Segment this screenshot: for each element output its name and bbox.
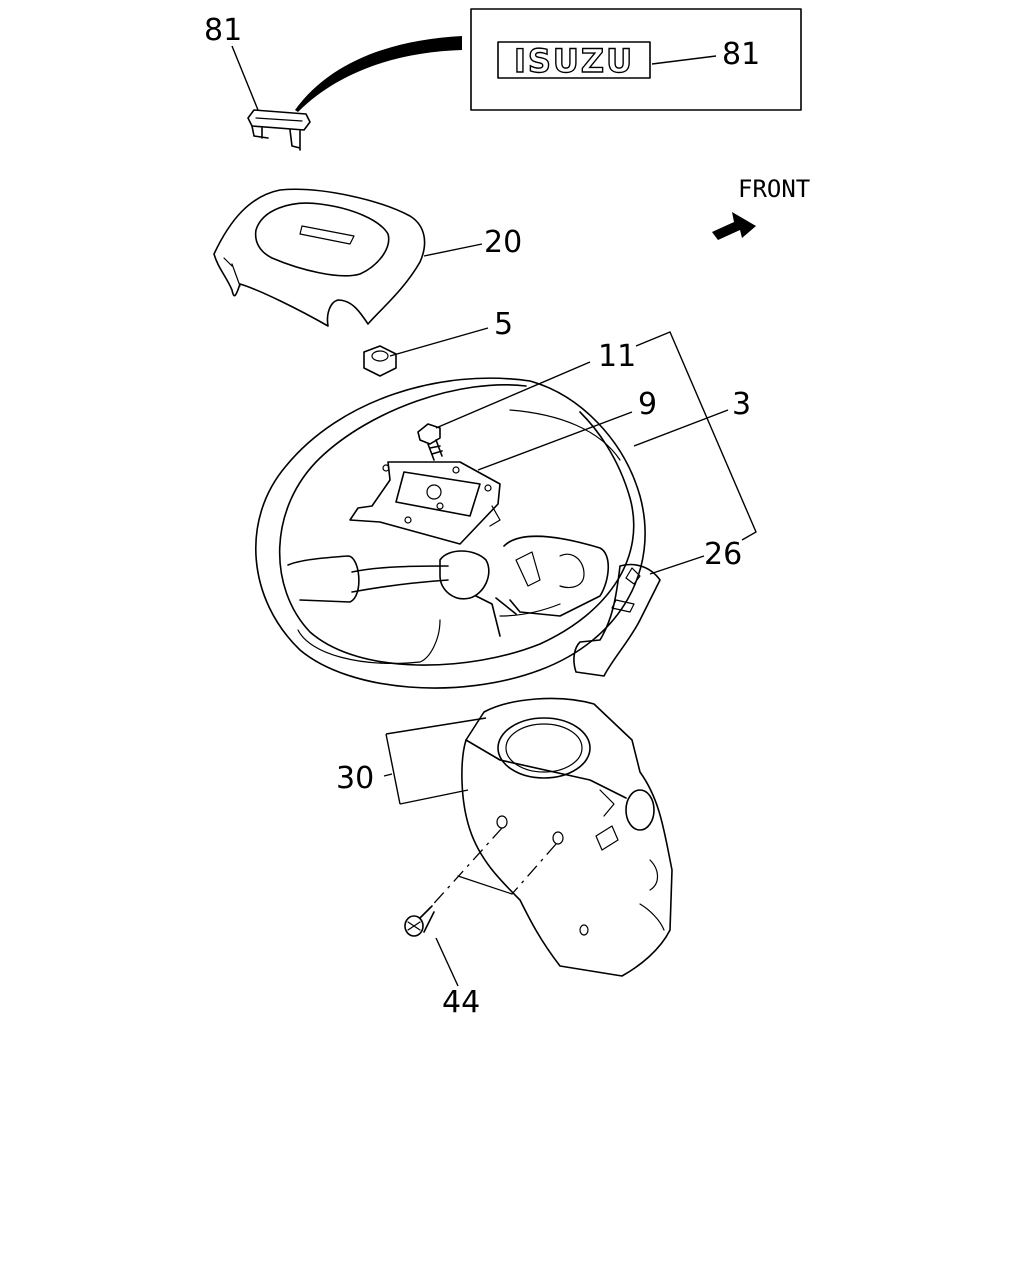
screw xyxy=(404,905,435,937)
bolt xyxy=(417,423,443,461)
leader-81-top xyxy=(231,45,259,111)
steering-wheel xyxy=(255,377,661,689)
front-label: FRONT xyxy=(738,175,810,203)
bracket xyxy=(349,461,501,545)
column-cover xyxy=(461,697,673,977)
callout-5: 5 xyxy=(494,307,513,342)
leader-44 xyxy=(435,937,459,987)
nut xyxy=(363,345,397,377)
callout-20: 20 xyxy=(484,225,522,260)
screw-axis-line-1 xyxy=(427,827,503,911)
leader-11-26-bracket xyxy=(635,331,757,541)
leader-9 xyxy=(477,411,633,471)
leader-30-bracket xyxy=(383,717,487,805)
emblem-part xyxy=(247,109,311,151)
isuzu-logo-text: ISUZU xyxy=(514,42,634,80)
horn-pad xyxy=(213,188,426,327)
callout-9: 9 xyxy=(638,387,657,422)
leader-81-detail xyxy=(651,55,717,65)
leader-5 xyxy=(389,327,489,357)
callout-30: 30 xyxy=(336,761,374,796)
callout-26: 26 xyxy=(704,537,742,572)
front-arrow-icon xyxy=(712,212,756,240)
screw-axis-bracket xyxy=(457,875,513,895)
emblem-detail-curve xyxy=(295,36,462,112)
leader-3 xyxy=(633,409,729,447)
callout-81-detail: 81 xyxy=(722,37,760,72)
callout-44: 44 xyxy=(442,985,480,1020)
screw-axis-line-2 xyxy=(511,843,557,895)
emblem-detail-box: ISUZU xyxy=(470,8,802,111)
callout-3: 3 xyxy=(732,387,751,422)
leader-11 xyxy=(435,361,591,429)
leader-26 xyxy=(649,555,705,575)
callout-11: 11 xyxy=(598,339,636,374)
callout-81-emblem: 81 xyxy=(204,13,242,48)
leader-20 xyxy=(423,243,483,257)
